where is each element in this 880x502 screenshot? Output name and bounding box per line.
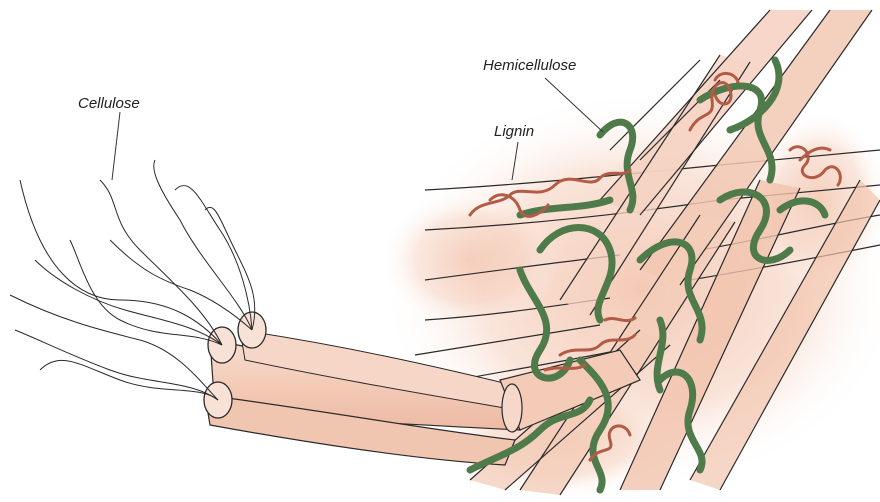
cellulose-label: Cellulose — [78, 95, 140, 112]
label-cellulose: Cellulose — [78, 95, 140, 180]
lignin-label: Lignin — [494, 123, 534, 140]
hemicellulose-label: Hemicellulose — [483, 57, 576, 74]
cellulose-leader-line — [112, 112, 120, 180]
